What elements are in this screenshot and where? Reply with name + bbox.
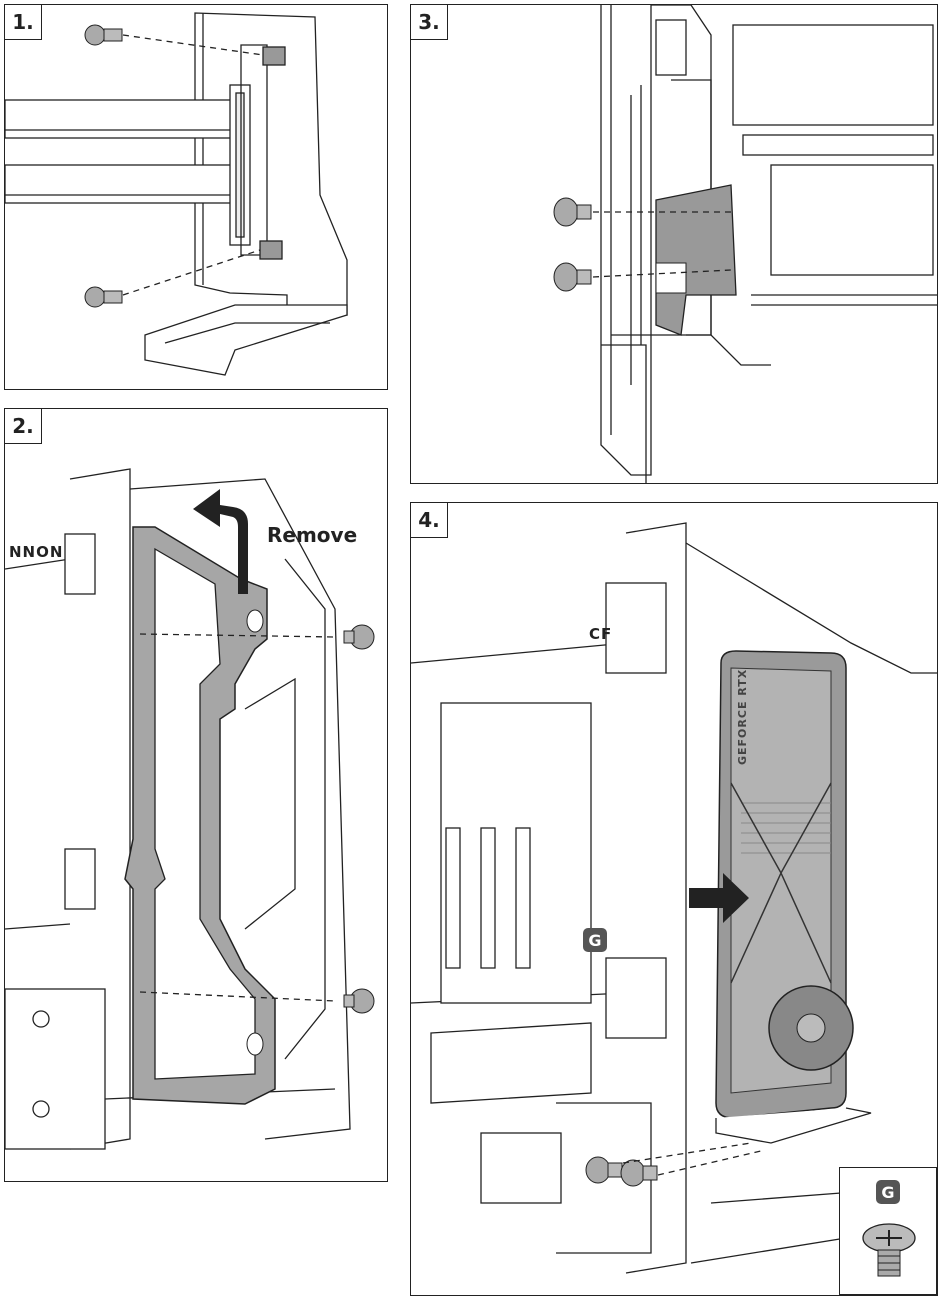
step-1-number: 1. xyxy=(5,5,42,40)
inset-g-badge: G xyxy=(876,1180,900,1204)
step-4-number: 4. xyxy=(411,503,448,538)
step-2-illustration xyxy=(5,468,375,1150)
step-4-illustration xyxy=(411,522,937,1274)
case-brand-logo: CF xyxy=(589,625,613,643)
step-1-panel: 1. xyxy=(4,4,388,390)
screw-icon xyxy=(84,24,123,308)
remove-label: Remove xyxy=(267,523,358,547)
screw-type-inset: G xyxy=(839,1167,937,1295)
step-4-panel: 4. CF GEFORCE RTX xyxy=(410,502,938,1296)
step-3-number: 3. xyxy=(411,5,448,40)
step-3-illustration xyxy=(553,5,937,483)
screw-icon xyxy=(862,1223,916,1277)
step-1-illustration xyxy=(5,12,348,376)
step-2-panel: 2. NNON Remove xyxy=(4,408,388,1182)
step-2-number: 2. xyxy=(5,409,42,444)
step-3-panel: 3. xyxy=(410,4,938,484)
screw-g-badge: G xyxy=(583,928,607,952)
gpu-brand-label: GEFORCE RTX xyxy=(736,668,749,765)
case-brand-logo: NNON xyxy=(9,543,64,561)
